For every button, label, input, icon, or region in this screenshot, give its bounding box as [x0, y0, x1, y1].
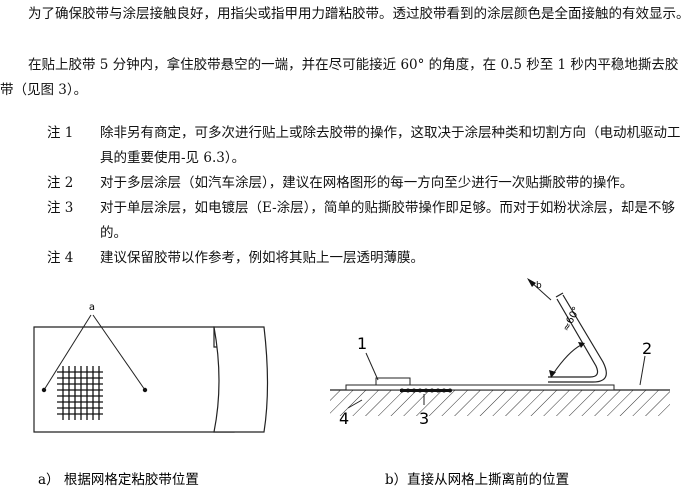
note-3: 注 3 对于单层涂层，如电镀层（E-涂层），简单的贴撕胶带操作即足够。而对于如粉…: [47, 196, 687, 246]
note-4-label: 注 4: [47, 250, 74, 266]
note-1: 注 1 除非另有商定，可多次进行贴上或除去胶带的操作，这取决于涂层种类和切割方向…: [47, 121, 687, 171]
caption-a: a） 根据网格定粘胶带位置: [38, 471, 199, 488]
coating-layer: [345, 384, 615, 391]
marker-a-label: a: [89, 302, 95, 313]
tape-free-end: [375, 377, 411, 386]
note-2: 注 2 对于多层涂层（如汽车涂层），建议在网格图形的每一方向至少进行一次贴撕胶带…: [47, 171, 687, 196]
peeled-tape-inner: [548, 298, 599, 378]
marker-a-point-right: [142, 387, 148, 393]
figure-3: a b ≈60° 1 2 3 4 a） 根据网格定粘胶带位: [33, 278, 670, 488]
callout-4: 4: [339, 409, 349, 428]
paragraph-press-tape: 为了确保胶带与涂层接触良好，用指尖或指甲用力蹭粘胶带。透过胶带看到的涂层颜色是全…: [28, 6, 690, 22]
substrate-hatch: [330, 390, 670, 416]
caption-b: b）直接从网格上撕离前的位置: [385, 471, 569, 488]
note-1-label: 注 1: [47, 125, 74, 141]
figure-a-sketch: a: [33, 302, 269, 433]
note-4-text: 建议保留胶带以作参考，例如将其贴上一层透明薄膜。: [100, 250, 424, 266]
callout-2: 2: [642, 339, 652, 358]
angle-label: ≈60°: [561, 305, 583, 333]
angle-arc: [552, 344, 582, 375]
note-4: 注 4 建议保留胶带以作参考，例如将其贴上一层透明薄膜。: [47, 246, 687, 271]
callout-2-leader: [639, 355, 646, 386]
note-3-label: 注 3: [47, 200, 74, 216]
figure-b-sketch: b ≈60° 1 2 3 4: [330, 278, 670, 428]
panel-shape: [33, 326, 235, 433]
crosscut-dots: [400, 388, 452, 393]
callout-1: 1: [357, 334, 367, 353]
note-1-text: 除非另有商定，可多次进行贴上或除去胶带的操作，这取决于涂层种类和切割方向（电动机…: [100, 125, 681, 166]
paragraph-remove-tape: 在贴上胶带 5 分钟内，拿住胶带悬空的一端，并在尽可能接近 60° 的角度，在 …: [0, 57, 679, 98]
note-2-text: 对于多层涂层（如汽车涂层），建议在网格图形的每一方向至少进行一次贴撕胶带的操作。: [100, 175, 634, 191]
marker-a-point-left: [41, 387, 47, 393]
marker-b-label: b: [536, 281, 542, 291]
tape-roll-shape: [213, 326, 269, 433]
marker-a-leader-left: [43, 314, 92, 391]
note-2-label: 注 2: [47, 175, 74, 191]
pull-direction-arrow: [527, 278, 536, 287]
callout-4-leader: [347, 399, 363, 409]
note-3-text: 对于单层涂层，如电镀层（E-涂层），简单的贴撕胶带操作即足够。而对于如粉状涂层，…: [100, 200, 675, 241]
callout-3: 3: [419, 409, 429, 428]
callout-1-leader: [365, 352, 379, 381]
crosscut-grid: [57, 366, 103, 420]
peeled-tape-outer: [548, 294, 607, 383]
marker-a-leader-right: [92, 314, 146, 391]
pull-direction-line: [530, 281, 552, 301]
